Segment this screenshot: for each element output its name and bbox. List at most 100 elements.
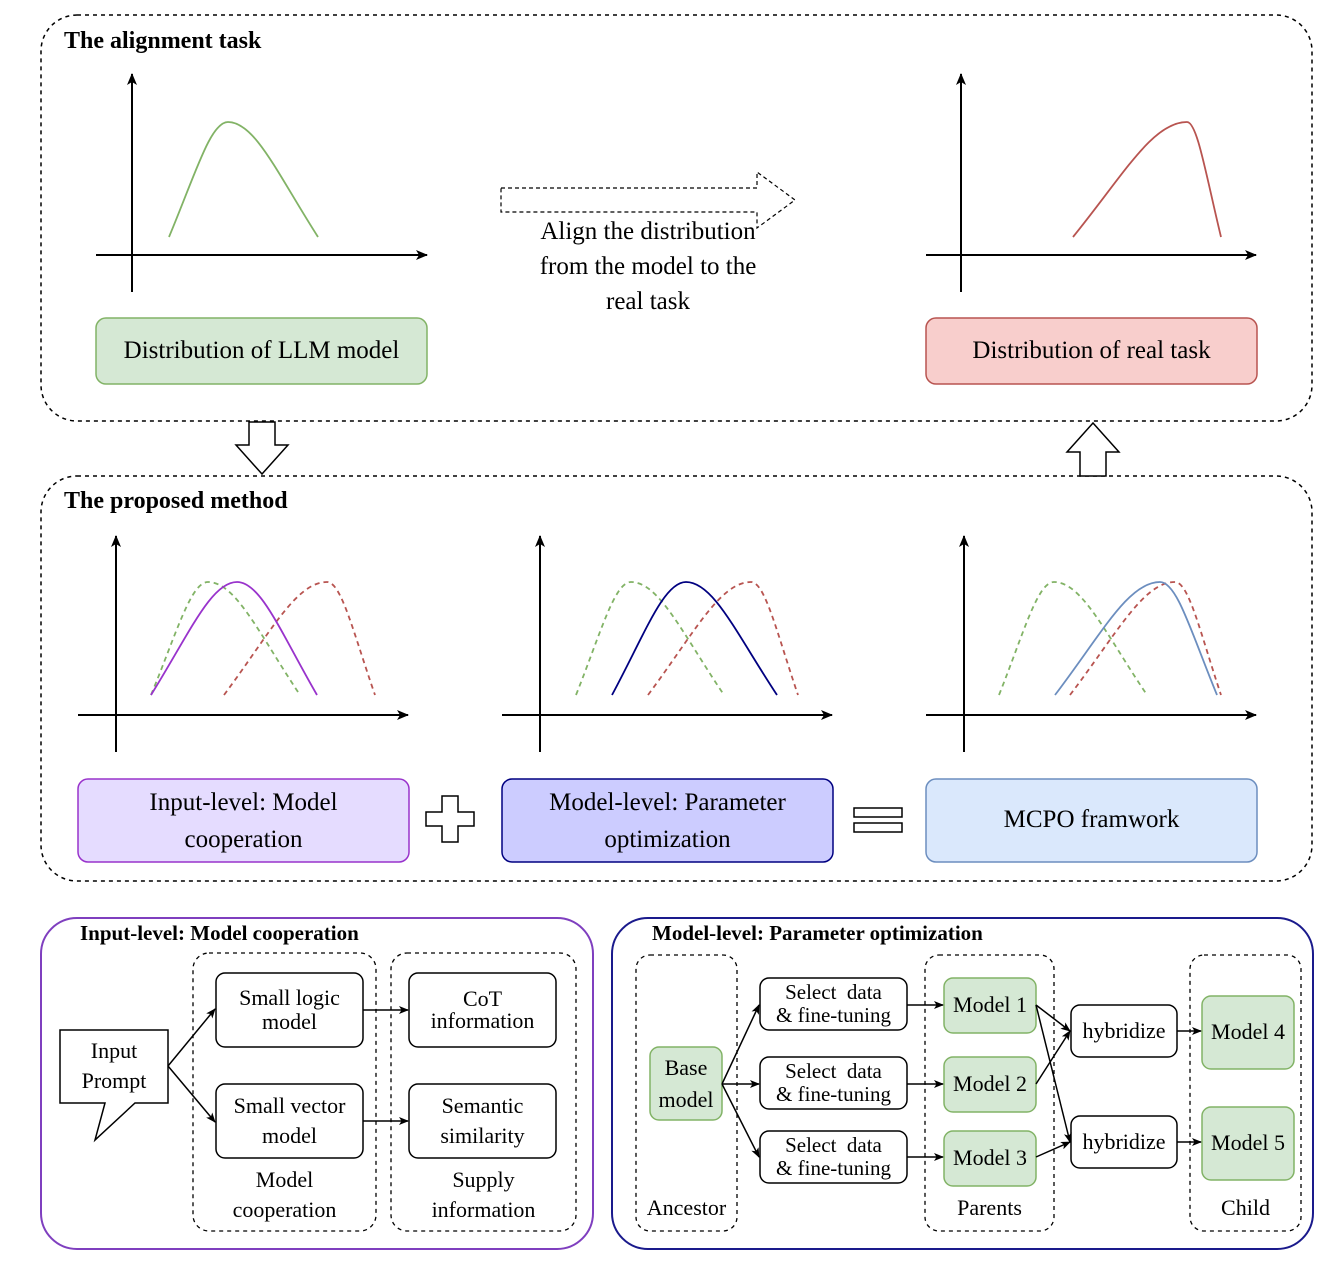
arrow-model3-hyb2 bbox=[1035, 1141, 1071, 1158]
label-line: Input-level: Model bbox=[149, 788, 338, 816]
llm-distribution-box bbox=[95, 317, 428, 385]
label-line: Semantic bbox=[441, 1093, 524, 1118]
semantic-similarity-label: Semantic similarity bbox=[409, 1084, 556, 1158]
model-4-box bbox=[1201, 995, 1295, 1070]
label-line: cooperation bbox=[184, 825, 303, 853]
real-task-distribution-box bbox=[925, 317, 1258, 385]
select-data-label-1: Select data & fine-tuning bbox=[760, 978, 907, 1030]
model-3-box bbox=[943, 1130, 1037, 1187]
model-level-box bbox=[501, 778, 834, 863]
hybridize-label-1: hybridize bbox=[1082, 1017, 1166, 1043]
label-line: Select data bbox=[785, 1133, 882, 1157]
llm-distribution-label: Distribution of LLM model bbox=[123, 336, 400, 364]
label-line: Base bbox=[664, 1054, 708, 1080]
equals-icon-bottom bbox=[853, 822, 903, 833]
input-level-distribution-curve bbox=[150, 581, 318, 696]
label-line: model bbox=[262, 1009, 317, 1034]
input-level-title: Input-level: Model cooperation bbox=[80, 921, 359, 945]
label-line: information bbox=[430, 1008, 535, 1033]
arrow-base-select-3 bbox=[721, 1083, 760, 1158]
align-text-line: from the model to the bbox=[539, 252, 757, 280]
equals-icon-top bbox=[853, 807, 903, 818]
model-5-box bbox=[1201, 1106, 1295, 1181]
parents-label: Parents bbox=[957, 1194, 1022, 1220]
mcpo-distribution-curve bbox=[1054, 581, 1218, 696]
proposed-method-title: The proposed method bbox=[64, 488, 288, 514]
label-line: Model bbox=[255, 1167, 314, 1192]
parents-group bbox=[924, 954, 1055, 1232]
ancestor-label: Ancestor bbox=[646, 1194, 727, 1220]
arrow-base-select-1 bbox=[721, 1004, 760, 1085]
input-prompt-callout bbox=[59, 1029, 169, 1143]
model-level-distribution-curve bbox=[611, 581, 778, 696]
supply-information-group-label: Supply information bbox=[391, 1163, 576, 1227]
label-line: CoT bbox=[462, 986, 503, 1011]
label-line: & fine-tuning bbox=[776, 1082, 891, 1106]
label-line: information bbox=[431, 1197, 536, 1222]
ancestor-group bbox=[635, 954, 738, 1232]
arrow-model1-hyb1 bbox=[1035, 1004, 1071, 1032]
select-data-label-3: Select data & fine-tuning bbox=[760, 1131, 907, 1183]
label-line: Small logic bbox=[239, 985, 340, 1010]
real-task-distribution-curve-dashed bbox=[1069, 581, 1222, 696]
down-arrow-icon bbox=[234, 421, 290, 476]
select-data-label-2: Select data & fine-tuning bbox=[760, 1057, 907, 1109]
up-arrow-icon bbox=[1065, 421, 1121, 477]
align-text-line: real task bbox=[606, 287, 690, 315]
model-cooperation-group-label: Model cooperation bbox=[193, 1163, 376, 1227]
llm-distribution-curve bbox=[168, 121, 319, 238]
distribution-curves bbox=[150, 121, 1222, 696]
cot-information-label: CoT information bbox=[409, 973, 556, 1047]
select-data-box-2 bbox=[759, 1056, 908, 1110]
arrow-model2-hyb1 bbox=[1035, 1030, 1071, 1085]
label-line: Input bbox=[90, 1038, 138, 1063]
semantic-similarity-box bbox=[408, 1083, 557, 1159]
llm-distribution-curve-dashed bbox=[150, 581, 301, 696]
alignment-task-title: The alignment task bbox=[64, 28, 262, 54]
hybridize-label-2: hybridize bbox=[1082, 1128, 1166, 1154]
label-line: optimization bbox=[604, 825, 731, 853]
model-2-box bbox=[943, 1056, 1037, 1113]
model-3-label: Model 3 bbox=[953, 1145, 1027, 1171]
real-task-distribution-curve bbox=[1072, 121, 1222, 238]
model-2-label: Model 2 bbox=[953, 1071, 1027, 1097]
model-cooperation-group bbox=[192, 952, 377, 1232]
cot-information-box bbox=[408, 972, 557, 1048]
label-line: model bbox=[658, 1086, 714, 1112]
real-task-distribution-curve-dashed bbox=[223, 581, 376, 696]
small-vector-model-label: Small vector model bbox=[216, 1084, 363, 1158]
align-arrow-text: Align the distribution from the model to… bbox=[498, 212, 798, 320]
label-line: model bbox=[262, 1123, 317, 1148]
label-line: Supply bbox=[452, 1167, 515, 1192]
distribution-axes bbox=[78, 73, 1257, 752]
label-line: Small vector bbox=[233, 1093, 346, 1118]
align-dashed-arrow-icon bbox=[500, 170, 797, 230]
mcpo-framework-label: MCPO framwork bbox=[1003, 806, 1180, 834]
real-task-distribution-curve-dashed bbox=[647, 581, 799, 696]
base-model-label: Base model bbox=[650, 1047, 722, 1120]
input-level-box bbox=[77, 778, 410, 863]
label-line: Prompt bbox=[81, 1068, 147, 1093]
child-label: Child bbox=[1221, 1194, 1270, 1220]
label-line: & fine-tuning bbox=[776, 1003, 891, 1027]
arrow-prompt-logic bbox=[167, 1008, 216, 1067]
child-group bbox=[1189, 954, 1302, 1232]
model-level-container bbox=[611, 917, 1314, 1250]
model-5-label: Model 5 bbox=[1211, 1130, 1285, 1156]
model-1-label: Model 1 bbox=[953, 992, 1027, 1018]
label-line: Select data bbox=[785, 1059, 882, 1083]
label-line: Model-level: Parameter bbox=[549, 788, 786, 816]
label-line: Select data bbox=[785, 980, 882, 1004]
input-level-label: Input-level: Model cooperation bbox=[78, 779, 409, 862]
model-level-label: Model-level: Parameter optimization bbox=[502, 779, 833, 862]
input-prompt-label: Input Prompt bbox=[60, 1034, 168, 1098]
llm-distribution-curve-dashed bbox=[575, 581, 725, 696]
proposed-method-container bbox=[40, 475, 1313, 882]
align-text-line: Align the distribution bbox=[540, 217, 756, 245]
real-task-distribution-label: Distribution of real task bbox=[972, 336, 1211, 364]
label-line: similarity bbox=[440, 1123, 525, 1148]
model-level-title: Model-level: Parameter optimization bbox=[652, 921, 983, 945]
label-line: & fine-tuning bbox=[776, 1156, 891, 1180]
model-4-label: Model 4 bbox=[1211, 1019, 1285, 1045]
